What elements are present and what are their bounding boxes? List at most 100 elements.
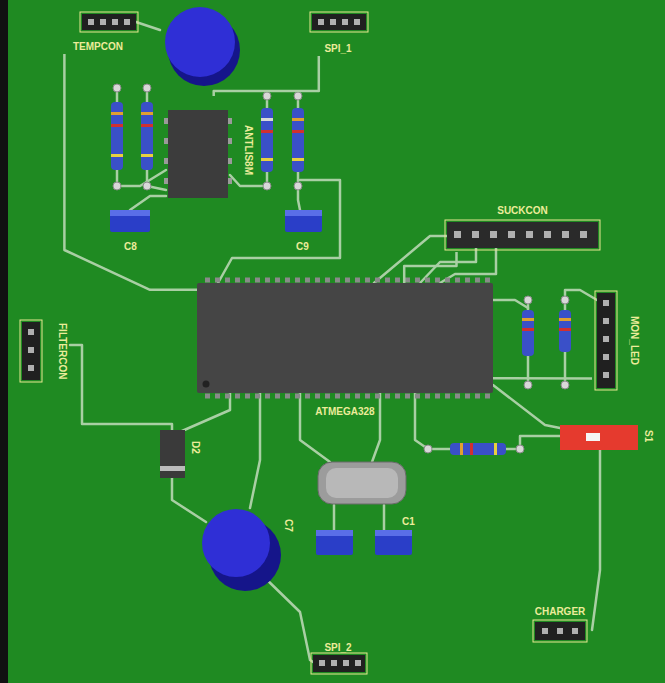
crystal-symbol bbox=[318, 462, 406, 504]
copper-trace bbox=[214, 56, 319, 96]
resistor-band bbox=[522, 318, 534, 321]
part-label: CHARGER bbox=[535, 606, 586, 617]
copper-trace bbox=[374, 236, 447, 283]
capacitor-top bbox=[202, 509, 270, 577]
header-pin bbox=[124, 19, 130, 25]
header-pin bbox=[557, 628, 563, 634]
designator-label: C9 bbox=[296, 241, 309, 252]
copper-trace bbox=[300, 393, 330, 462]
header-pin bbox=[472, 231, 479, 238]
resistor-band bbox=[522, 328, 534, 331]
resistor-symbol bbox=[261, 108, 273, 172]
header-pin bbox=[572, 628, 578, 634]
header-pin bbox=[88, 19, 94, 25]
copper-trace bbox=[70, 345, 172, 430]
ic-package: ATMEGA328 bbox=[197, 283, 493, 419]
resistor-symbol bbox=[111, 102, 123, 170]
header-pin bbox=[603, 318, 609, 324]
header-pin bbox=[330, 19, 336, 25]
ic-package: ANTLIS8M bbox=[162, 96, 256, 204]
smd-capacitor-top bbox=[110, 210, 150, 216]
resistor-pad bbox=[113, 84, 121, 92]
chip-pin bbox=[228, 138, 232, 144]
copper-trace bbox=[565, 290, 597, 300]
designator-label: D2 bbox=[190, 441, 201, 454]
capacitor-top bbox=[165, 7, 235, 77]
smd-capacitor bbox=[375, 530, 412, 555]
switch-slider bbox=[586, 433, 600, 441]
copper-trace bbox=[404, 252, 456, 283]
header-pin bbox=[355, 660, 361, 666]
resistor-band bbox=[470, 443, 473, 455]
pin-header bbox=[22, 322, 40, 380]
connector-header: CHARGER bbox=[528, 604, 592, 644]
silkscreen-outline bbox=[80, 12, 138, 32]
resistor-pad bbox=[263, 92, 271, 100]
header-pin bbox=[28, 329, 34, 335]
resistor-band bbox=[111, 154, 123, 157]
header-pin bbox=[544, 231, 551, 238]
part-label: SUCKCON bbox=[497, 205, 548, 216]
part-label: SPI_2 bbox=[324, 642, 351, 653]
copper-trace bbox=[493, 385, 560, 428]
resistor-pad bbox=[143, 84, 151, 92]
pin-header bbox=[447, 222, 598, 248]
resistor-band bbox=[261, 118, 273, 121]
silkscreen-outline bbox=[310, 12, 368, 32]
smd-capacitor bbox=[110, 210, 150, 232]
smd-capacitor-top bbox=[316, 530, 353, 536]
silkscreen-outline bbox=[595, 291, 617, 390]
silkscreen-outline bbox=[20, 320, 42, 382]
connector-header: TEMPCON bbox=[56, 10, 140, 54]
connector-header: MON_LED bbox=[592, 285, 642, 395]
resistor-band bbox=[559, 318, 571, 321]
slide-switch bbox=[560, 425, 638, 450]
header-pin bbox=[354, 19, 360, 25]
part-label: ANTLIS8M bbox=[243, 125, 254, 175]
copper-trace bbox=[230, 175, 267, 186]
header-pin bbox=[112, 19, 118, 25]
designator-label: C7 bbox=[283, 519, 294, 532]
connector-header: SUCKCON bbox=[440, 203, 605, 252]
resistor-pad bbox=[524, 381, 532, 389]
copper-trace bbox=[172, 478, 206, 522]
designator-label: S1 bbox=[643, 430, 654, 442]
designator-holder: C1 bbox=[402, 511, 415, 529]
silkscreen-outline bbox=[533, 620, 587, 642]
pin-header bbox=[597, 293, 615, 388]
designator-holder: C8 bbox=[124, 236, 137, 254]
connector-header: SPI_2 bbox=[305, 640, 371, 676]
copper-trace bbox=[262, 575, 313, 662]
resistor-band bbox=[141, 124, 153, 127]
resistor-pad bbox=[516, 445, 524, 453]
resistor-pad bbox=[561, 381, 569, 389]
header-pin bbox=[28, 365, 34, 371]
crystal-top bbox=[326, 468, 398, 498]
part-label: SPI_1 bbox=[324, 43, 351, 54]
pin-header bbox=[313, 655, 365, 672]
resistor-band bbox=[494, 443, 497, 455]
header-pin bbox=[454, 231, 461, 238]
header-pin bbox=[603, 300, 609, 306]
copper-trace bbox=[117, 170, 166, 186]
chip-pins bbox=[205, 278, 490, 283]
resistor-pad bbox=[113, 182, 121, 190]
part-label: MON_LED bbox=[629, 316, 640, 365]
copper-trace bbox=[182, 393, 230, 431]
silkscreen-outline bbox=[445, 220, 600, 250]
part-label: FILTERCON bbox=[57, 323, 68, 379]
resistor-pad bbox=[424, 445, 432, 453]
diode-symbol bbox=[160, 430, 185, 478]
header-pin bbox=[508, 231, 515, 238]
header-pin bbox=[580, 231, 587, 238]
copper-trace bbox=[493, 377, 592, 380]
resistor-band bbox=[292, 158, 304, 161]
header-pin bbox=[28, 347, 34, 353]
copper-trace bbox=[130, 196, 166, 210]
pin1-dot bbox=[203, 381, 210, 388]
header-pin bbox=[319, 660, 325, 666]
header-pin bbox=[318, 19, 324, 25]
copper-trace bbox=[383, 505, 386, 530]
